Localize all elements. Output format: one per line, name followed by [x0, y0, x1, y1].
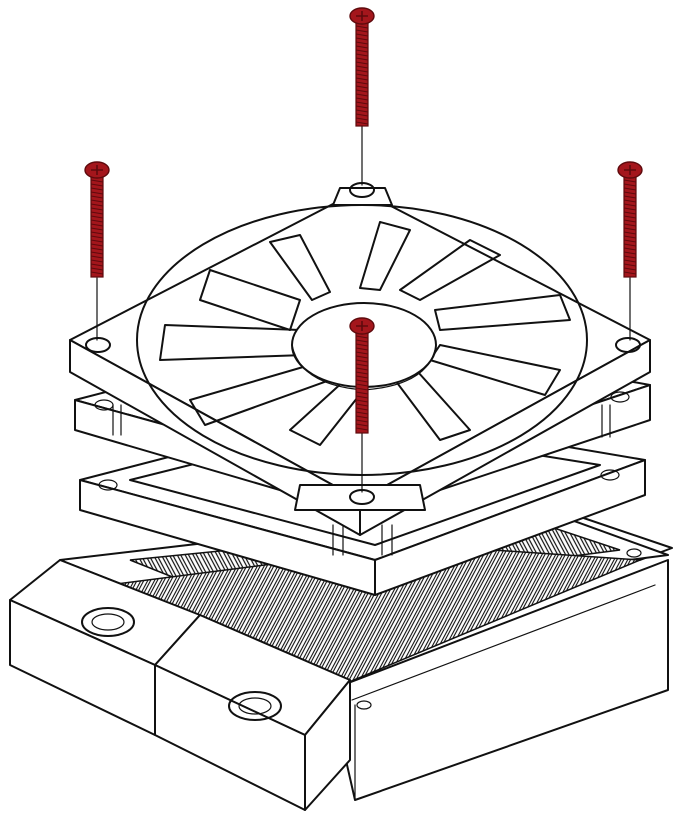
- screw-icon: [349, 7, 375, 127]
- frame-hole: [98, 479, 118, 491]
- fan-corner-tab: [294, 484, 426, 511]
- radiator-port: [81, 607, 135, 637]
- radiator-mount-hole: [626, 548, 642, 558]
- standoff: [601, 404, 611, 438]
- screw-icon: [349, 317, 375, 434]
- radiator-mid-tank-side: [304, 679, 351, 811]
- fan-blade: [269, 234, 331, 301]
- screw-icon: [84, 161, 110, 278]
- screws: [84, 7, 643, 434]
- fan-blade: [399, 239, 501, 301]
- radiator-port: [228, 691, 282, 721]
- radiator-port-inner: [238, 697, 272, 715]
- fan-mount-hole: [85, 337, 111, 353]
- radiator-port-inner: [91, 613, 125, 631]
- fan-blade: [429, 344, 561, 396]
- fan-blade: [434, 294, 571, 331]
- fan-blades: [159, 221, 571, 446]
- screw-icon: [617, 161, 643, 278]
- radiator-edge-line: [351, 584, 656, 701]
- frame-hole: [610, 391, 630, 403]
- standoff: [112, 404, 122, 436]
- frame-lower-side: [374, 459, 646, 596]
- fan-housing-side: [359, 339, 651, 536]
- frame-hole: [600, 469, 620, 481]
- fan-blade: [199, 269, 301, 331]
- fan-mount-hole: [615, 337, 641, 353]
- radiator-mount-hole: [356, 700, 372, 710]
- guide-lines: [96, 124, 631, 493]
- fan-blade: [359, 221, 411, 291]
- standoff: [332, 524, 393, 556]
